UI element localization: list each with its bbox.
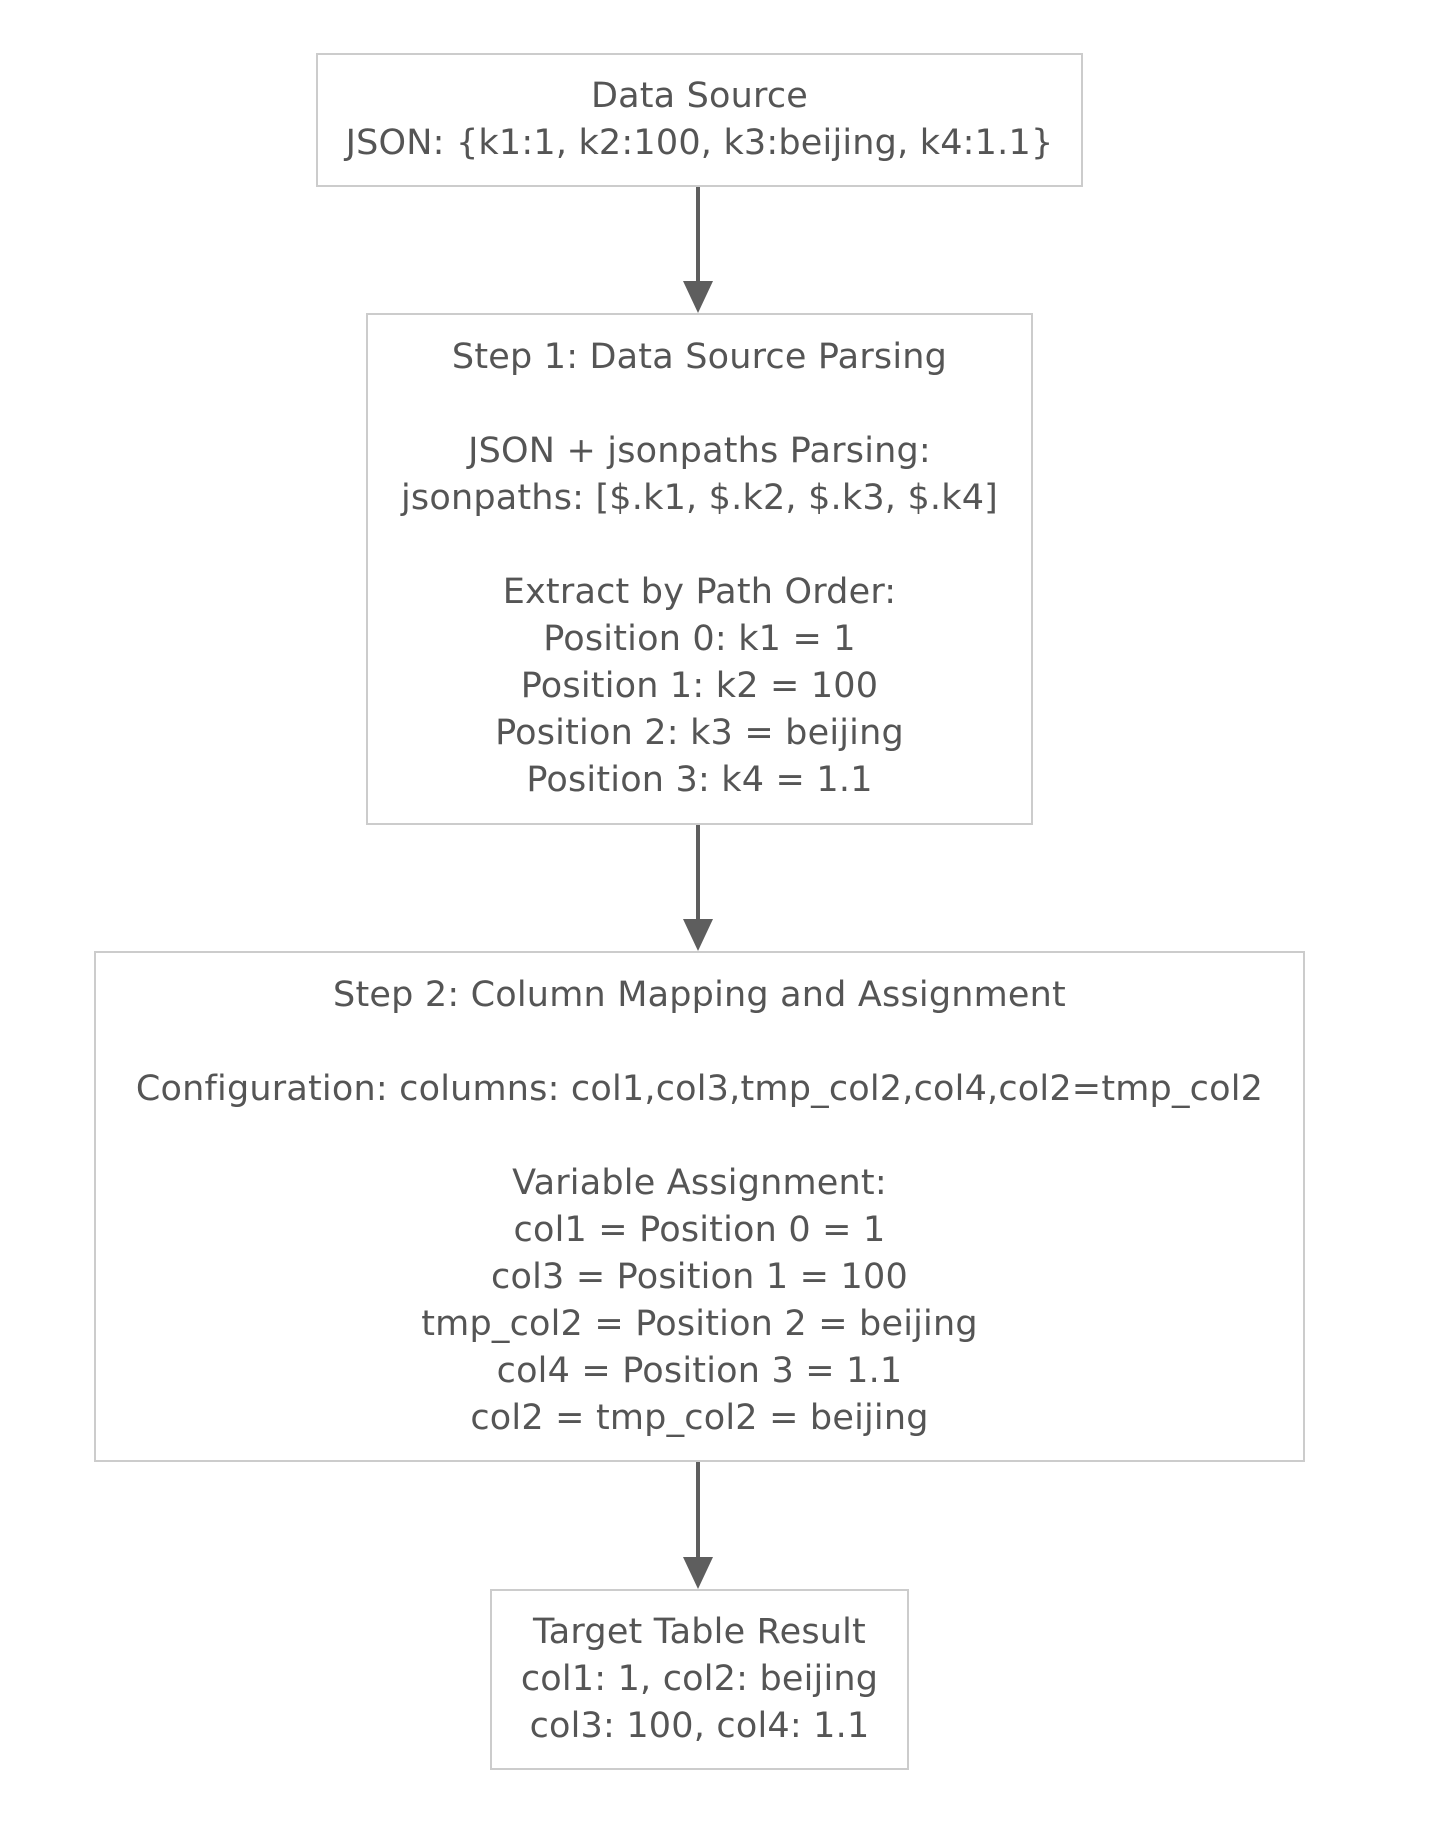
node-line: Position 0: k1 = 1 — [543, 619, 856, 659]
node-title: Step 1: Data Source Parsing — [451, 337, 948, 377]
node-line: Data Source — [590, 76, 809, 116]
node-line: Extract by Path Order: — [502, 572, 897, 612]
edge-step1-to-step2 — [683, 825, 713, 951]
node-line: Configuration: columns: col1,col3,tmp_co… — [135, 1068, 1264, 1109]
target-table-node: Target Table Result col1: 1, col2: beiji… — [490, 1589, 909, 1770]
node-line: col3: 100, col4: 1.1 — [529, 1706, 870, 1746]
node-line: JSON + jsonpaths Parsing: — [468, 431, 931, 471]
node-line: col4 = Position 3 = 1.1 — [496, 1350, 903, 1391]
edge-step2-to-target — [683, 1462, 713, 1589]
data-source-node: Data Source JSON: {k1:1, k2:100, k3:beij… — [316, 53, 1083, 187]
node-line: JSON: {k1:1, k2:100, k3:beijing, k4:1.1} — [345, 123, 1054, 163]
node-line: col3 = Position 1 = 100 — [491, 1256, 908, 1297]
node-line: Variable Assignment: — [512, 1162, 887, 1203]
node-line: Position 1: k2 = 100 — [520, 666, 879, 706]
arrowhead-icon — [683, 1557, 713, 1589]
node-line: col2 = tmp_col2 = beijing — [470, 1397, 929, 1438]
arrowhead-icon — [683, 281, 713, 313]
node-line: jsonpaths: [$.k1, $.k2, $.k3, $.k4] — [400, 478, 999, 518]
node-line: tmp_col2 = Position 2 = beijing — [421, 1303, 978, 1344]
step1-parsing-node: Step 1: Data Source Parsing JSON + jsonp… — [366, 313, 1033, 825]
node-title: Target Table Result — [533, 1612, 866, 1652]
arrowhead-icon — [683, 919, 713, 951]
node-line: Position 2: k3 = beijing — [495, 713, 904, 753]
step2-mapping-node: Step 2: Column Mapping and Assignment Co… — [94, 951, 1305, 1462]
node-line: col1 = Position 0 = 1 — [513, 1209, 886, 1250]
edge-source-to-step1 — [683, 187, 713, 313]
node-line: Position 3: k4 = 1.1 — [526, 760, 873, 800]
node-line: col1: 1, col2: beijing — [520, 1659, 879, 1699]
node-title: Step 2: Column Mapping and Assignment — [333, 974, 1066, 1015]
